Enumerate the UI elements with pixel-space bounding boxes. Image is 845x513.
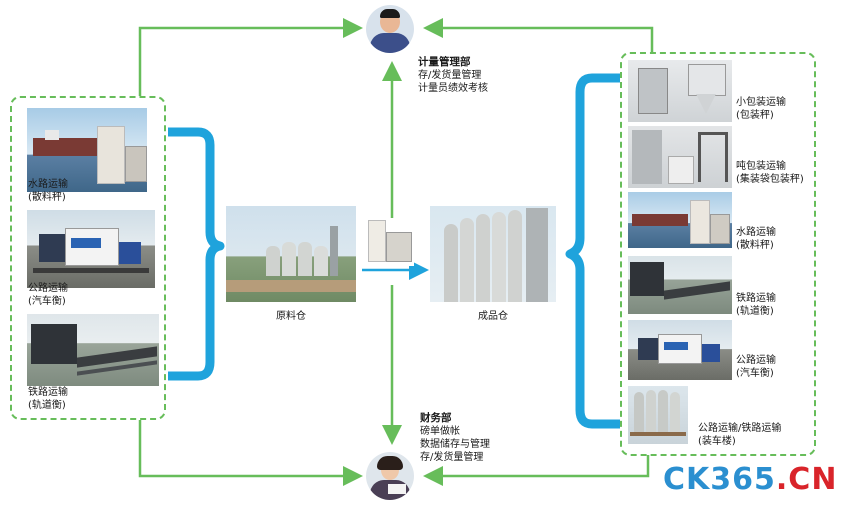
left-item-rail-label: 铁路运输(轨道衡)	[28, 387, 68, 411]
watermark-part2: CN	[788, 462, 838, 497]
watermark-dot: .	[775, 462, 789, 497]
watermark-part1: CK365	[663, 462, 776, 497]
finance-dept-title: 财务部	[420, 412, 452, 424]
right-transport-group	[620, 52, 816, 456]
metering-dept-info: 计量管理部 存/发货量管理 计量员绩效考核	[418, 56, 488, 94]
right-road-photo	[628, 320, 732, 380]
right-small-package-photo	[628, 60, 732, 122]
right-item-road-label: 公路运输(汽车衡)	[736, 355, 776, 379]
right-item-ton-bag-label: 吨包装运输(集装袋包装秤)	[736, 161, 804, 185]
right-rail-photo	[628, 256, 732, 314]
metering-dept-title: 计量管理部	[418, 56, 471, 68]
raw-warehouse-label: 原料仓	[276, 311, 306, 322]
right-loading-tower-photo	[628, 386, 688, 444]
right-item-small-package-label: 小包装运输(包装秤)	[736, 97, 786, 121]
right-item-rail-label: 铁路运输(轨道衡)	[736, 293, 776, 317]
right-ton-bag-photo	[628, 126, 732, 188]
right-bracket	[565, 73, 620, 429]
bulk-scale-photo	[364, 218, 414, 266]
arrow-left-to-metering	[138, 18, 363, 96]
right-item-water-label: 水路运输(散料秤)	[736, 227, 776, 251]
finance-avatar	[366, 452, 414, 500]
metering-manager-avatar	[366, 5, 414, 53]
left-rail-photo	[27, 314, 159, 386]
finished-warehouse-photo	[430, 206, 556, 302]
left-bracket	[168, 127, 225, 381]
finance-dept-info: 财务部 磅单做帐 数据储存与管理 存/发货量管理	[420, 412, 490, 463]
right-water-photo	[628, 192, 732, 248]
arrow-left-to-finance	[138, 420, 363, 486]
raw-warehouse-photo	[226, 206, 356, 302]
arrow-right-to-finance	[423, 455, 650, 486]
finished-warehouse-label: 成品仓	[478, 311, 508, 322]
left-road-photo	[27, 210, 155, 288]
left-transport-group	[10, 96, 166, 420]
left-water-photo	[27, 108, 147, 192]
arrow-right-to-metering	[423, 18, 654, 52]
watermark-logo: CK365.CN	[663, 462, 837, 497]
left-item-road-label: 公路运输(汽车衡)	[28, 283, 68, 307]
right-item-loading-tower-label: 公路运输/铁路运输(装车楼)	[698, 423, 782, 447]
left-item-water-label: 水路运输(散料秤)	[28, 179, 68, 203]
